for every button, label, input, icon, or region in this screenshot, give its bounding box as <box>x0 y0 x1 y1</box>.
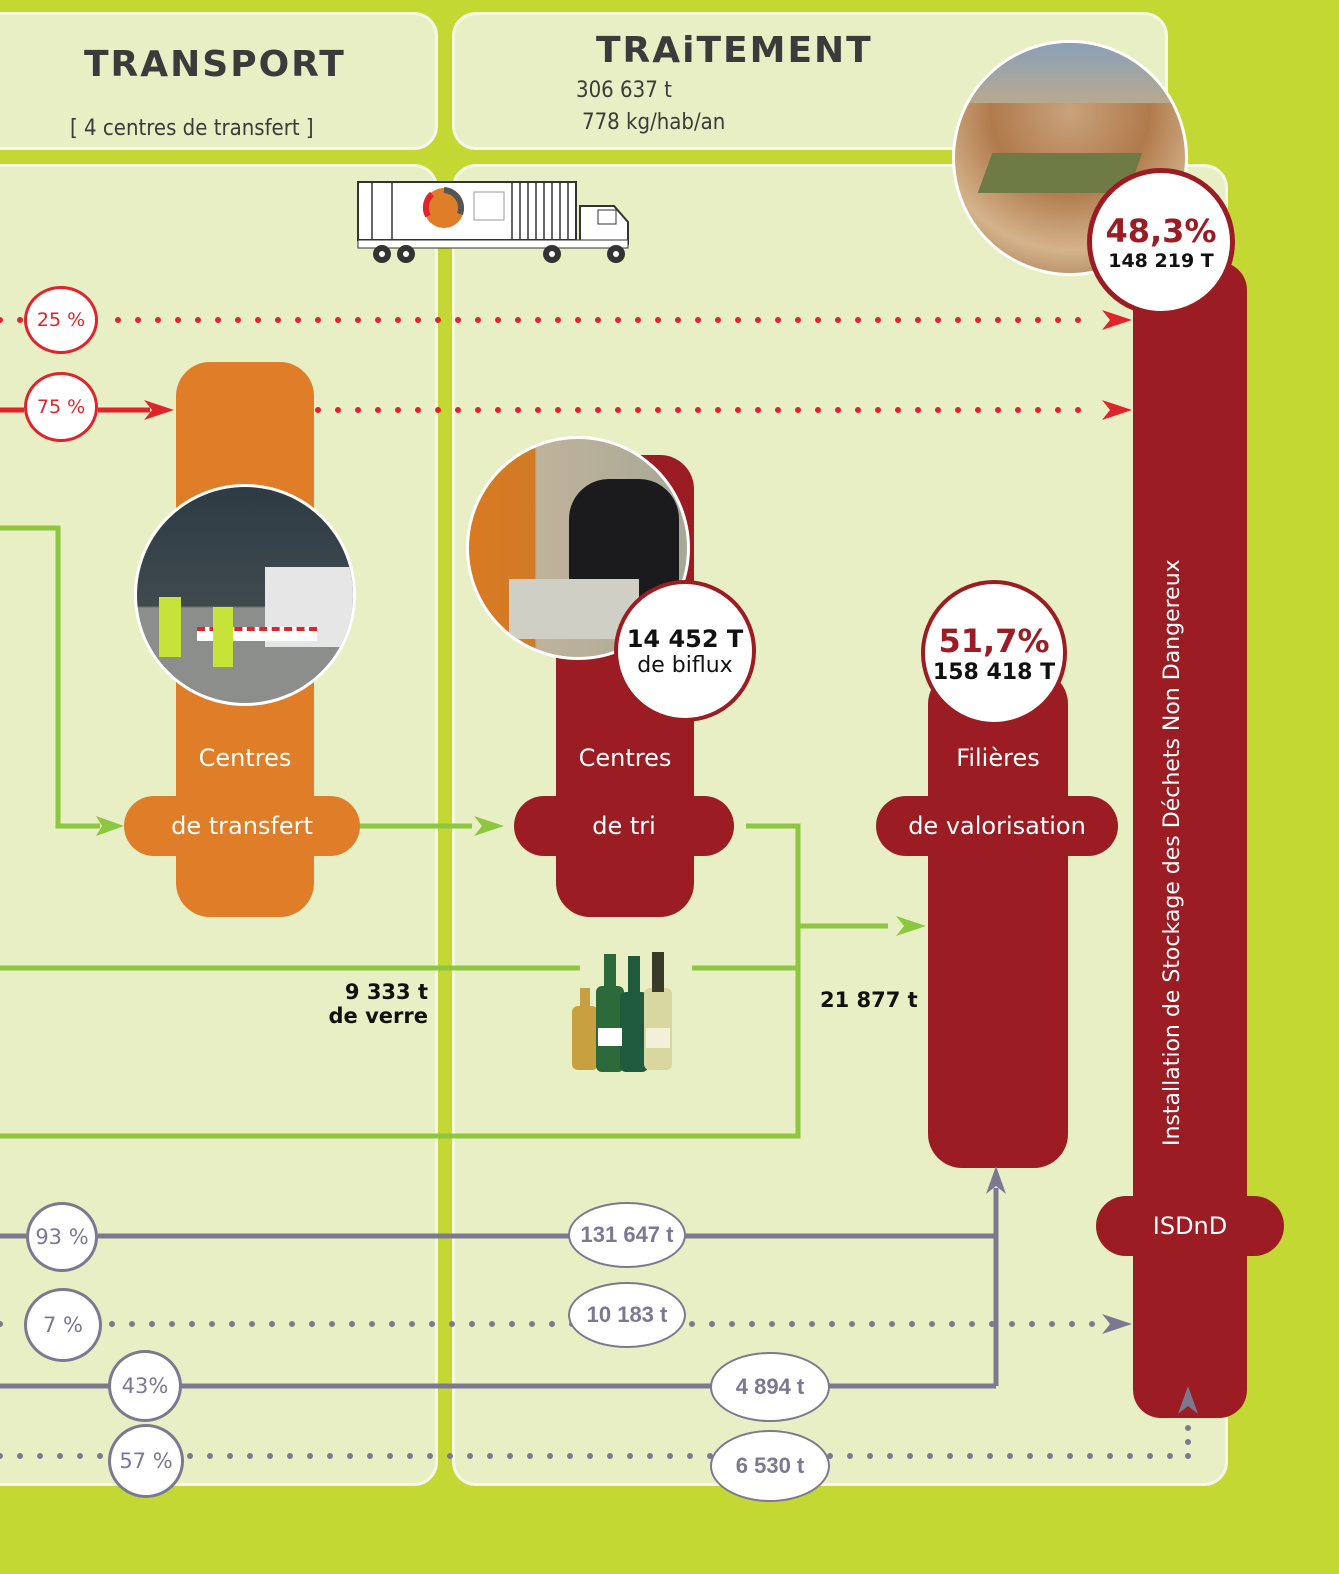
verre-tonnage: 9 333 t <box>344 980 428 1004</box>
tri-stat-bubble: 14 452 T de biflux <box>614 580 756 722</box>
isdnd-vertical-label: Installation de Stockage des Déchets Non… <box>1160 559 1185 1146</box>
valorisation-stat-bubble: 51,7% 158 418 T <box>921 580 1067 726</box>
traitement-title: TRAiTEMENT <box>596 30 873 71</box>
transport-subtitle: [ 4 centres de transfert ] <box>70 116 314 141</box>
transport-header-panel <box>0 12 438 150</box>
transfert-label: Centres <box>198 744 292 772</box>
tri-note: de biflux <box>637 652 733 678</box>
flow-percent-25: 25 % <box>24 286 98 354</box>
tri-output-tonnage: 21 877 t <box>820 988 918 1012</box>
valorisation-percent: 51,7% <box>938 621 1050 660</box>
flow-tonnage-4894: 4 894 t <box>710 1352 830 1422</box>
transfert-pill: de transfert <box>124 796 360 856</box>
isdnd-stat-bubble: 48,3% 148 219 T <box>1087 168 1235 316</box>
landfill-photo <box>952 40 1188 276</box>
bottles-icon <box>572 952 672 1072</box>
valorisation-pill: de valorisation <box>876 796 1118 856</box>
isdnd-percent: 48,3% <box>1105 212 1217 250</box>
tri-tonnage: 14 452 T <box>626 624 744 653</box>
traitement-per-capita: 778 kg/hab/an <box>582 110 726 135</box>
valorisation-label: Filières <box>956 744 1040 772</box>
flow-tonnage-6530: 6 530 t <box>710 1430 830 1502</box>
transfer-center-photo <box>134 484 356 706</box>
verre-stat: 9 333 t de verre <box>318 980 428 1028</box>
flow-tonnage-10183: 10 183 t <box>568 1282 686 1348</box>
flow-percent-75: 75 % <box>24 372 98 442</box>
tri-label: Centres <box>578 744 672 772</box>
flow-percent-93: 93 % <box>26 1202 98 1272</box>
flow-percent-43: 43% <box>108 1350 182 1422</box>
isdnd-tonnage: 148 219 T <box>1108 250 1214 272</box>
isdnd-pill: ISDnD <box>1096 1196 1284 1256</box>
valorisation-column <box>928 670 1068 1168</box>
truck-icon <box>357 181 629 263</box>
flow-percent-57: 57 % <box>108 1424 184 1498</box>
valorisation-tonnage: 158 418 T <box>932 659 1056 685</box>
flow-percent-7: 7 % <box>24 1288 102 1362</box>
verre-label: de verre <box>328 1004 428 1028</box>
flow-tonnage-131647: 131 647 t <box>568 1202 686 1268</box>
transport-title: TRANSPORT <box>84 44 346 85</box>
traitement-tonnage: 306 637 t <box>576 78 672 103</box>
tri-pill: de tri <box>514 796 734 856</box>
